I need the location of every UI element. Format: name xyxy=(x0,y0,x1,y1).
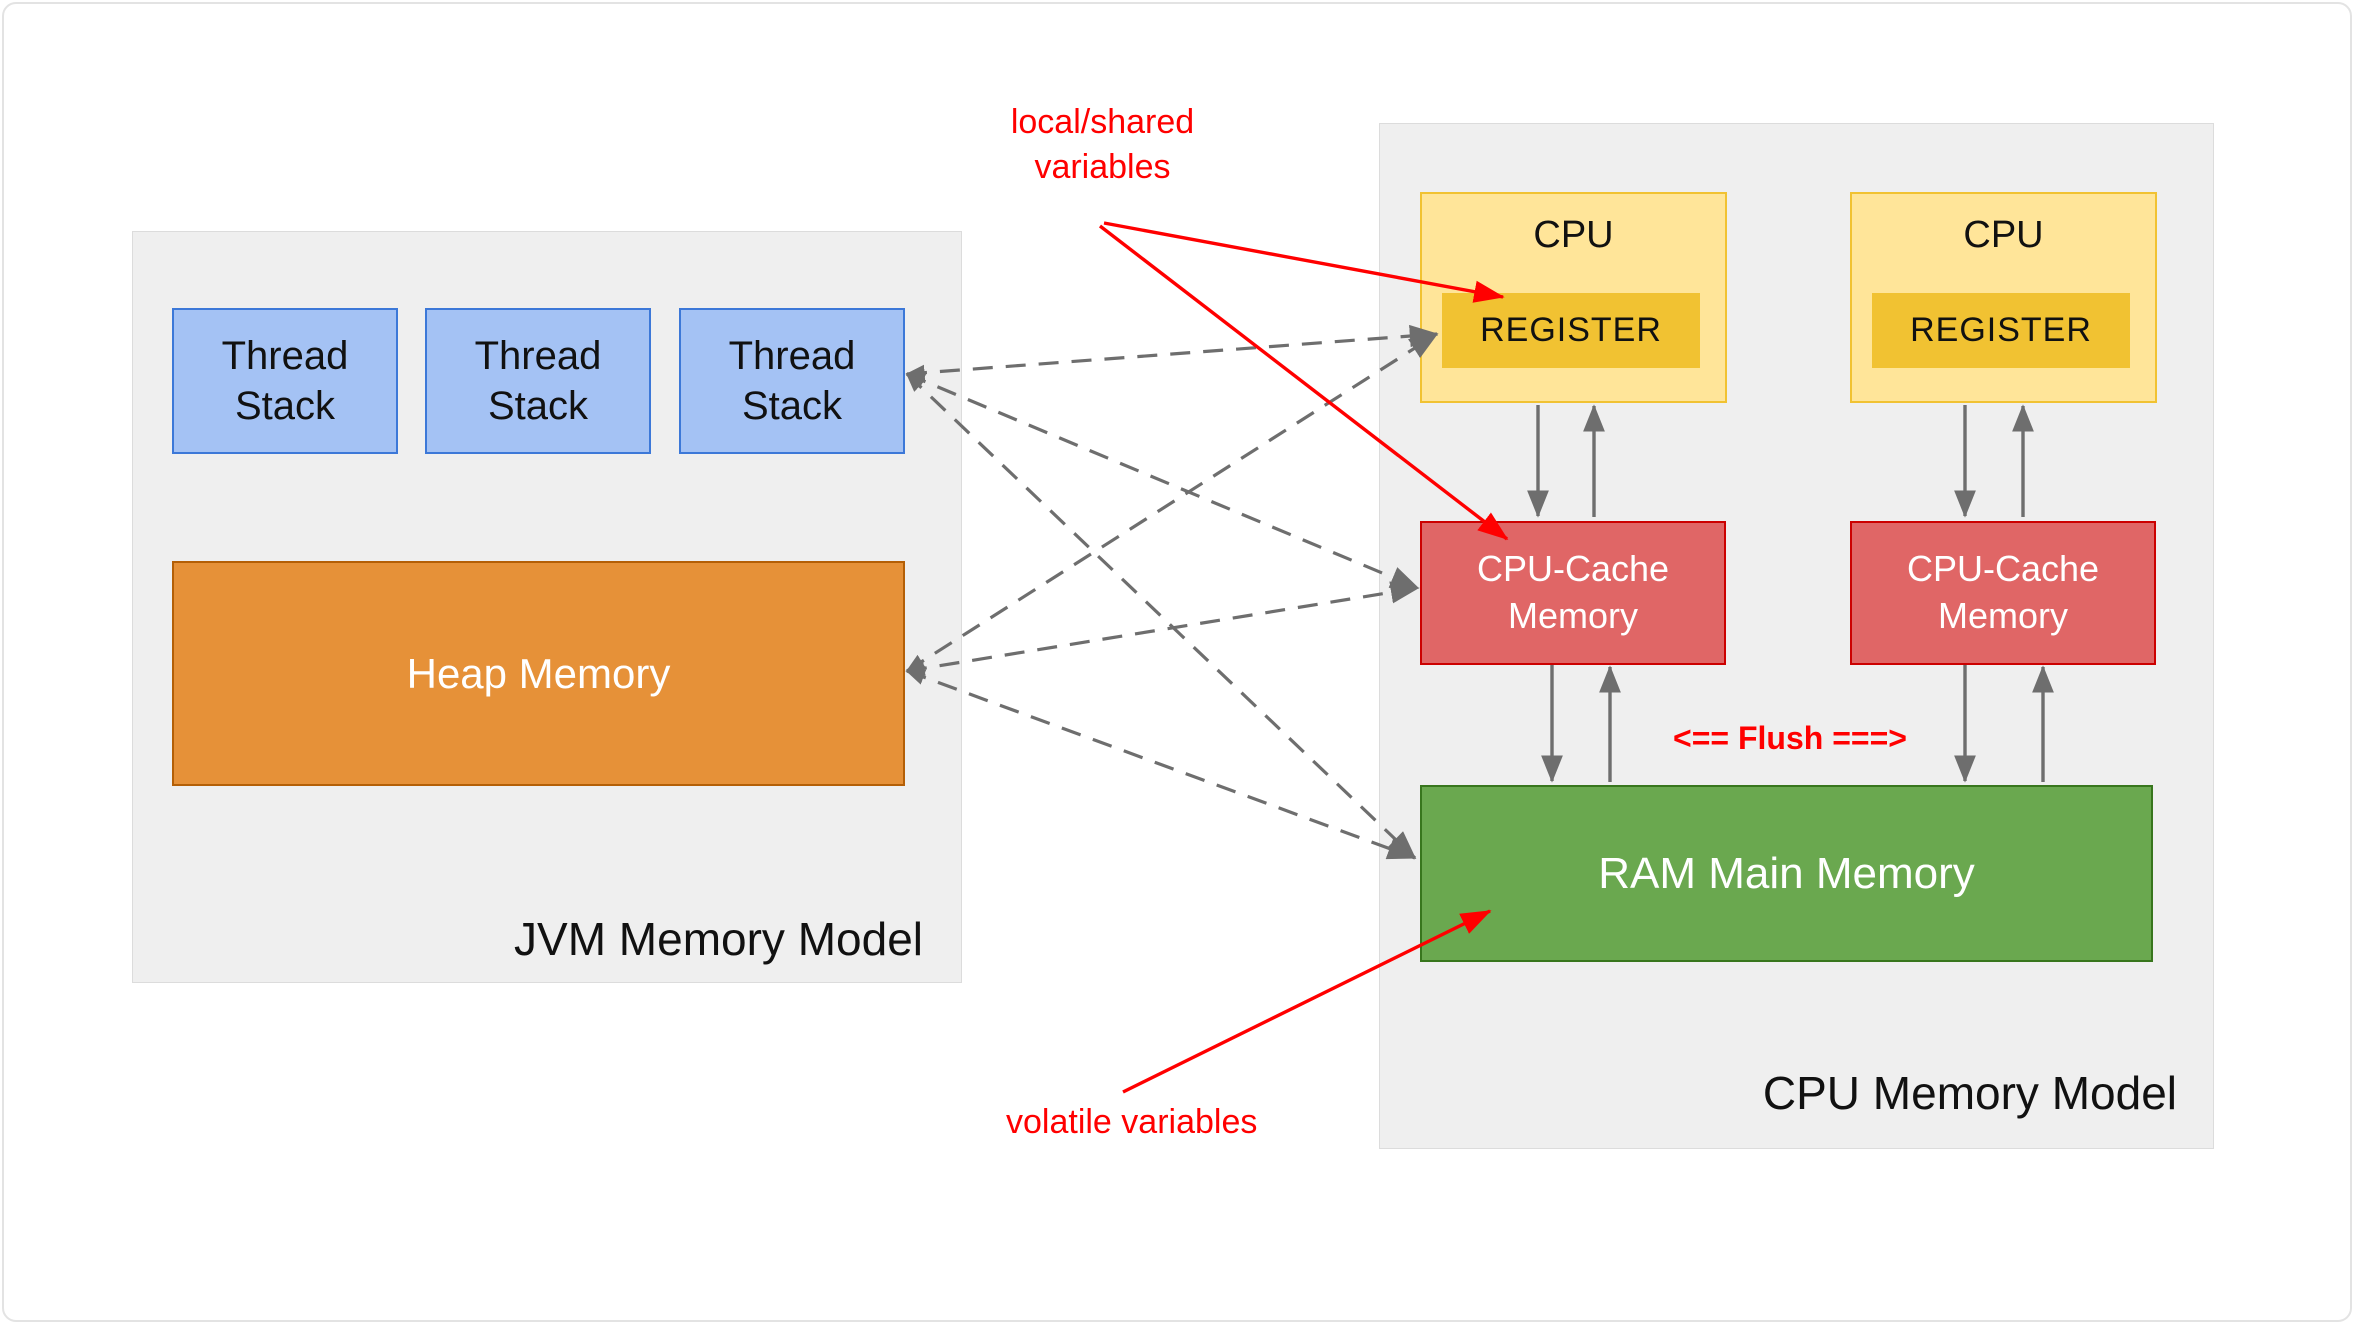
cpu-label: CPU xyxy=(1963,214,2044,256)
jvm-memory-model-panel: Thread Stack Thread Stack Thread Stack H… xyxy=(132,231,962,983)
dashed-thread-to-register xyxy=(905,324,1439,381)
dashed-variable-access-connectors xyxy=(905,324,1439,860)
cpu-memory-model-panel: CPU REGISTER CPU REGISTER CPU-Cache Memo… xyxy=(1379,123,2214,1149)
volatile-variables-annotation: volatile variables xyxy=(1006,1103,1258,1141)
cpu-cache-label: CPU-Cache Memory xyxy=(1476,548,1670,636)
dashed-thread-to-ram xyxy=(905,372,1417,860)
register-label: REGISTER xyxy=(1910,311,2092,349)
cpu-box-2: CPU REGISTER xyxy=(1850,192,2157,403)
dashed-heap-to-cache xyxy=(905,581,1420,677)
cpu-cache-label: CPU-Cache Memory xyxy=(1906,548,2100,636)
dashed-thread-to-cache xyxy=(905,372,1420,590)
thread-stack-label: Thread Stack xyxy=(474,334,602,428)
cpu-box-1: CPU REGISTER xyxy=(1420,192,1727,403)
thread-stack-box-1: Thread Stack xyxy=(172,308,398,454)
cpu-cache-box-2: CPU-Cache Memory xyxy=(1850,521,2156,665)
cpu-panel-title: CPU Memory Model xyxy=(1762,1067,2177,1119)
cpu-label: CPU xyxy=(1533,214,1614,256)
ram-main-memory-box: RAM Main Memory xyxy=(1420,785,2153,962)
dashed-heap-to-register xyxy=(905,332,1439,673)
cpu-cache-box-1: CPU-Cache Memory xyxy=(1420,521,1726,665)
local-shared-variables-annotation: local/shared variables xyxy=(1010,103,1195,186)
dashed-heap-to-ram xyxy=(905,669,1417,860)
register-label: REGISTER xyxy=(1480,311,1662,349)
jvm-panel-title: JVM Memory Model xyxy=(514,913,923,965)
flush-annotation: <== Flush ===> xyxy=(1673,720,1907,756)
register-box-2: REGISTER xyxy=(1872,293,2130,368)
thread-stack-box-3: Thread Stack xyxy=(679,308,905,454)
register-box-1: REGISTER xyxy=(1442,293,1700,368)
thread-stack-box-2: Thread Stack xyxy=(425,308,651,454)
ram-label: RAM Main Memory xyxy=(1598,848,1975,898)
thread-stack-label: Thread Stack xyxy=(728,334,856,428)
heap-memory-label: Heap Memory xyxy=(406,649,671,697)
thread-stack-label: Thread Stack xyxy=(221,334,349,428)
heap-memory-box: Heap Memory xyxy=(172,561,905,786)
